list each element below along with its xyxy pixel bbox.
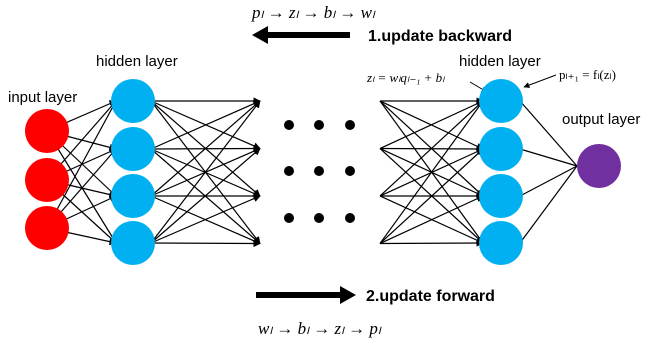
- equation-p-pointer: [523, 74, 557, 88]
- equation-p: pₗ₊₁ = fₗ(zₗ): [559, 67, 616, 82]
- backward-label: 1.update backward: [368, 28, 512, 45]
- edge-hidden-right: [379, 239, 484, 247]
- backward-arrow: [252, 26, 350, 44]
- edge-hidden-output: [519, 148, 578, 167]
- ellipsis-dots: [284, 120, 355, 223]
- nodes: [25, 79, 621, 265]
- hidden-layer-left-label: hidden layer: [96, 53, 178, 70]
- hidden-node-left: [111, 127, 155, 171]
- edge-hidden-right: [379, 100, 484, 197]
- hidden-node-right: [479, 221, 523, 265]
- edge-hidden-right: [379, 100, 484, 244]
- hidden-node-left: [111, 221, 155, 265]
- hidden-layer-right-label: hidden layer: [459, 53, 541, 70]
- input-node: [25, 158, 69, 202]
- edge-hidden-forward: [150, 100, 261, 197]
- hidden-node-left: [111, 79, 155, 123]
- edge-hidden-right: [379, 148, 484, 244]
- edge-hidden-output: [519, 165, 578, 197]
- edge-hidden-forward: [150, 100, 261, 244]
- edge-hidden-output: [519, 100, 578, 167]
- input-node: [25, 206, 69, 250]
- output-node: [577, 144, 621, 188]
- edge-hidden-right: [379, 195, 484, 245]
- output-layer-label: output layer: [562, 111, 640, 128]
- top-formula: pₗ → zₗ → bₗ → wₗ: [251, 3, 376, 22]
- hidden-node-right: [479, 79, 523, 123]
- hidden-node-right: [479, 174, 523, 218]
- input-node: [25, 109, 69, 153]
- edge-hidden-forward: [150, 100, 261, 150]
- input-layer-label: input layer: [8, 89, 77, 106]
- edge-hidden-right: [379, 100, 484, 150]
- hidden-node-right: [479, 127, 523, 171]
- equation-z: zₗ = wₗqₗ₋₁ + bₗ: [366, 70, 445, 85]
- forward-label: 2.update forward: [366, 288, 495, 305]
- edge-hidden-forward: [150, 195, 261, 244]
- edge-hidden-output: [519, 165, 578, 244]
- bottom-formula: wₗ → bₗ → zₗ → pₗ: [258, 319, 382, 338]
- hidden-node-left: [111, 174, 155, 218]
- forward-arrow: [256, 286, 356, 304]
- edge-hidden-forward: [150, 148, 261, 244]
- edge-hidden-forward: [150, 239, 261, 248]
- edge-input-hidden: [46, 100, 117, 229]
